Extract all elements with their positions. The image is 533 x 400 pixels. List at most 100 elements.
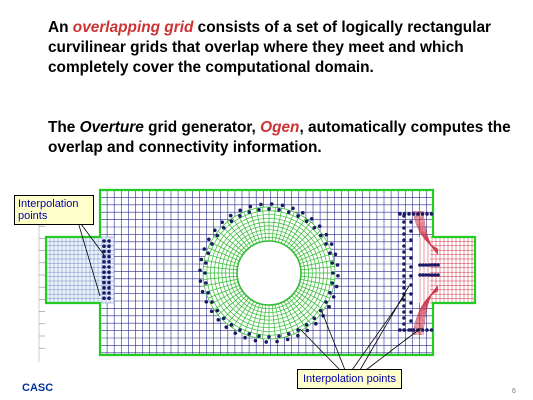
annulus-radial-line	[222, 295, 247, 320]
interpolation-point	[291, 206, 295, 211]
interpolation-point	[409, 319, 413, 323]
annulus-radial-line	[300, 259, 334, 268]
annulus-radial-line	[299, 281, 333, 293]
interpolation-point	[107, 270, 111, 275]
interpolation-point	[215, 233, 220, 238]
interpolation-point	[107, 286, 111, 290]
interpolation-point	[286, 210, 291, 214]
para2-part2: grid generator,	[143, 119, 261, 136]
interpolation-point	[409, 283, 413, 287]
callout-leader-line	[77, 219, 105, 256]
interpolation-point	[409, 256, 413, 260]
interpolation-point	[420, 328, 425, 332]
outlet-fillet-line	[422, 210, 439, 255]
interpolation-point	[206, 290, 210, 295]
annulus-radial-line	[203, 275, 238, 280]
interpolation-point	[102, 275, 106, 280]
interpolation-point	[286, 332, 291, 336]
interpolation-point	[402, 280, 406, 284]
interpolation-point	[402, 220, 406, 224]
interpolation-point	[229, 219, 234, 224]
interpolation-point	[318, 308, 323, 313]
interpolation-point	[424, 273, 428, 277]
annulus-radial-line	[226, 221, 249, 249]
interpolation-point	[402, 304, 406, 308]
callout-leader-line	[359, 285, 410, 371]
annulus-radial-line	[295, 236, 325, 256]
interpolation-point	[200, 289, 205, 294]
interpolation-point	[203, 261, 208, 265]
annulus-radial-line	[213, 290, 243, 310]
interpolation-point	[257, 334, 261, 339]
interpolation-point	[107, 275, 111, 280]
para2-part1: The	[48, 119, 80, 136]
interpolation-point	[402, 322, 406, 326]
annulus-radial-line	[297, 287, 328, 305]
interpolation-point	[402, 232, 406, 236]
annulus-ring	[221, 225, 317, 321]
annulus-ring	[202, 206, 336, 340]
interpolation-point	[328, 290, 332, 295]
interpolation-point	[433, 273, 437, 277]
interpolation-point	[102, 260, 106, 264]
annulus-radial-line	[204, 278, 238, 287]
interpolation-point	[206, 251, 210, 256]
interpolation-point	[398, 212, 402, 216]
interpolation-point	[259, 202, 263, 207]
interpolation-point	[269, 202, 274, 206]
callout-leaders	[77, 219, 422, 371]
interpolation-point	[409, 265, 413, 269]
interpolation-point	[427, 273, 431, 277]
interpolation-point	[102, 239, 106, 243]
interpolation-point	[427, 263, 431, 267]
annulus-radial-line	[226, 297, 249, 325]
page-number: 6	[512, 388, 516, 395]
annulus-radial-line	[293, 230, 321, 253]
annulus-radial-line	[280, 211, 295, 244]
annulus-radial-line	[243, 302, 258, 335]
interpolation-point	[248, 204, 253, 209]
interpolation-point	[102, 254, 106, 259]
interpolation-point	[202, 247, 207, 251]
annulus-radial-line	[283, 301, 301, 332]
outlet-fillet-line	[413, 210, 439, 250]
annulus-radial-line	[237, 214, 255, 245]
annulus-radial-line	[286, 217, 306, 247]
interpolation-point	[102, 286, 106, 290]
interpolation-point	[107, 296, 111, 301]
annulus-ring	[232, 236, 306, 310]
para1-before: An	[48, 19, 73, 36]
annulus-radial-line	[213, 236, 243, 256]
annulus-radial-line	[300, 275, 335, 280]
annulus-ring	[225, 229, 313, 317]
interpolation-point	[402, 212, 407, 216]
interpolation-point	[238, 328, 242, 332]
interpolation-point	[331, 271, 335, 275]
interpolation-point	[215, 308, 220, 313]
term-overture: Overture	[79, 119, 144, 136]
annulus-radial-line	[289, 297, 312, 325]
interpolation-point	[304, 219, 309, 224]
interpolation-point	[277, 334, 281, 339]
interpolation-point	[309, 217, 314, 221]
interpolation-point	[210, 242, 214, 246]
interpolation-point	[107, 244, 111, 248]
interpolation-point	[224, 325, 229, 329]
interpolation-point	[107, 254, 111, 259]
interpolation-point	[102, 270, 106, 275]
annulus-radial-line	[298, 247, 331, 262]
interpolation-point	[107, 249, 111, 254]
interpolation-point	[429, 212, 434, 216]
annulus-radial-line	[203, 266, 238, 271]
interpolation-point	[280, 203, 285, 208]
interpolation-point	[402, 316, 406, 320]
annulus-radial-line	[222, 226, 247, 251]
annulus-radial-line	[217, 293, 245, 316]
interpolation-points-callout-left: Interpolation points	[14, 195, 94, 225]
outlet-fillet-line	[417, 210, 439, 252]
interpolation-point	[209, 309, 214, 314]
interpolation-point	[331, 295, 336, 299]
annulus-radial-line	[271, 304, 276, 339]
interpolation-point	[433, 263, 437, 267]
